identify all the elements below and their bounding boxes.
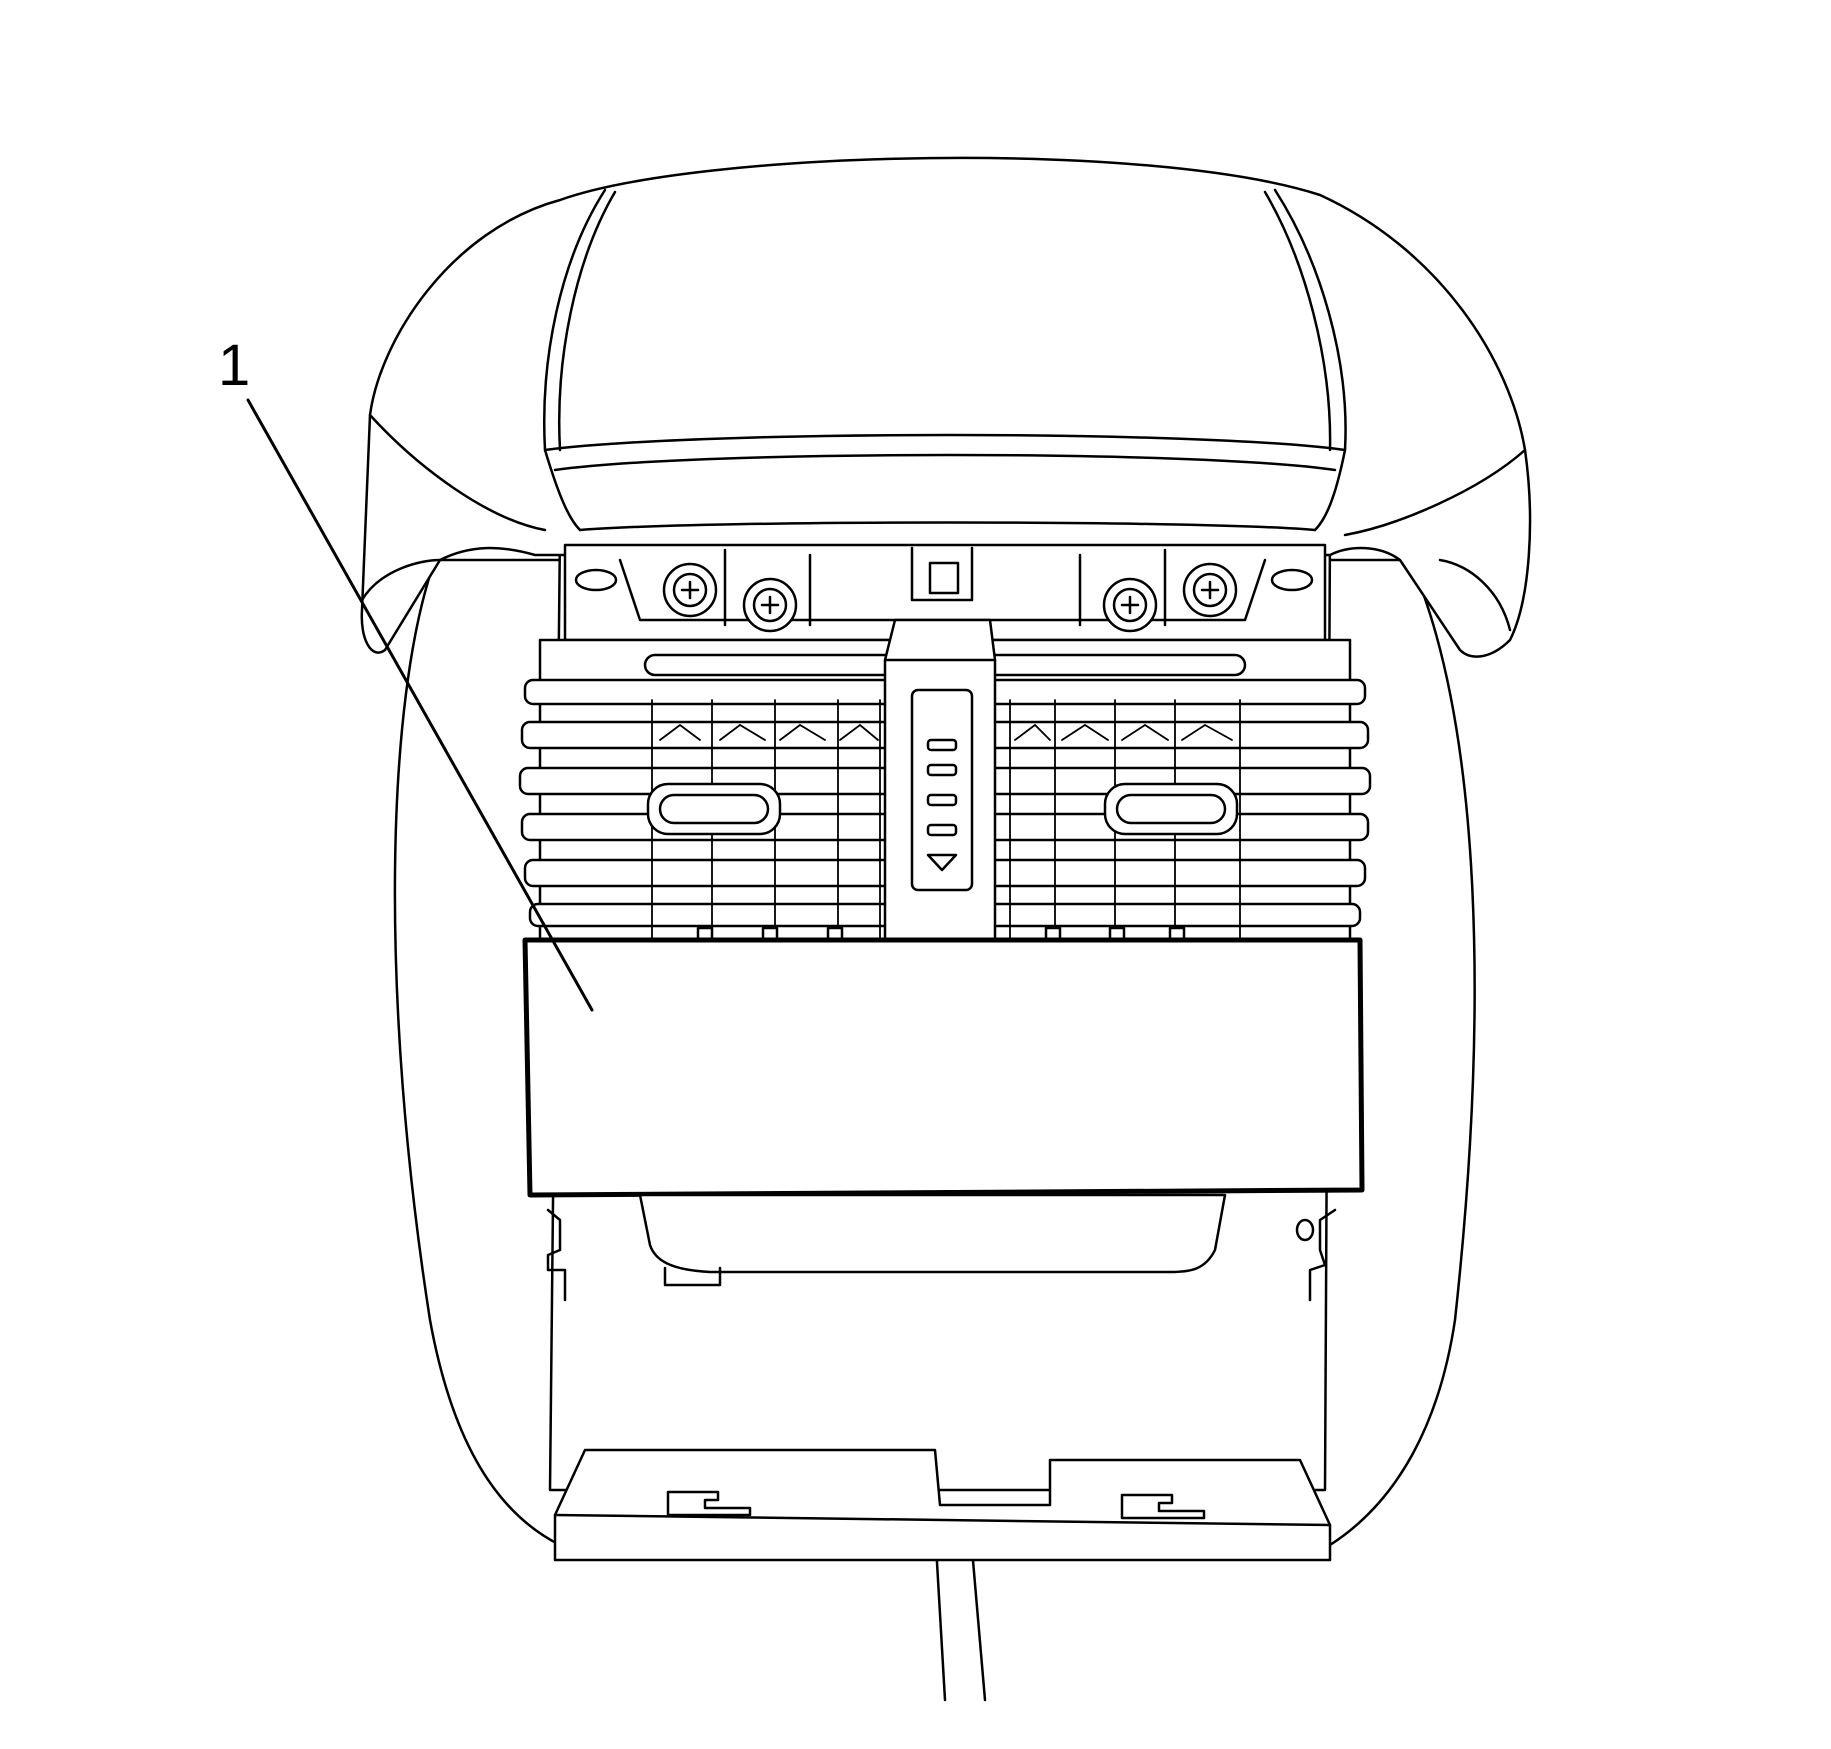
callout-1: 1	[218, 333, 594, 1012]
square-hole	[928, 561, 960, 595]
lower-compartment	[546, 1193, 1337, 1562]
item-1-panel	[522, 937, 1365, 1198]
screw-3	[1102, 577, 1158, 633]
screw-4	[1182, 562, 1238, 618]
triangle-down-icon	[926, 853, 958, 872]
callout-1-label: 1	[218, 333, 250, 398]
tray-clip-left	[666, 1490, 752, 1517]
screw-1	[662, 562, 718, 618]
mounting-hole-left	[574, 568, 618, 592]
mounting-hole-right	[1270, 568, 1314, 592]
tray-clip-right	[1120, 1493, 1206, 1520]
screw-2	[742, 577, 798, 633]
center-blower-control	[883, 618, 997, 942]
console-lid	[360, 156, 1532, 658]
callout-1-leader	[246, 398, 594, 1012]
